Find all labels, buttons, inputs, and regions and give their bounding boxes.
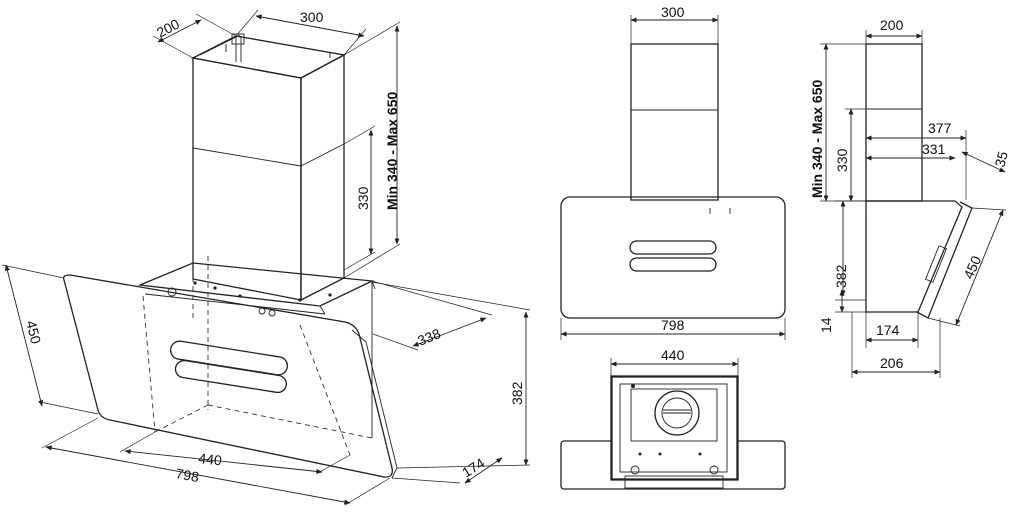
side-reach-top-label: 377 [928, 120, 952, 136]
side-base-thickness-label: 14 [818, 317, 834, 333]
side-chimney-depth-label: 200 [880, 17, 904, 33]
side-glass-thickness-label: 35 [991, 149, 1011, 168]
front-glass-width-label: 798 [661, 317, 685, 333]
side-reach-inner-label: 331 [922, 141, 946, 157]
iso-inner-width-label: 440 [198, 450, 223, 468]
iso-glass-panel [62, 256, 398, 479]
side-glass-panel [916, 201, 973, 319]
front-chimney [630, 43, 719, 201]
iso-height-range-label: Min 340 - Max 650 [384, 92, 400, 210]
bottom-inner-width-label: 440 [661, 347, 685, 363]
isometric-view: 200 300 Min 340 - Max 650 330 450 338 38… [1, 9, 531, 506]
iso-hood-depth-label: 338 [415, 325, 443, 349]
front-view: 300 798 [560, 4, 786, 340]
bottom-view: 440 [560, 347, 786, 490]
front-glass-panel [560, 196, 786, 319]
side-hood-body [865, 200, 963, 313]
side-overall-depth-label: 206 [880, 355, 904, 371]
side-view: 200 Min 340 - Max 650 330 377 331 35 450… [809, 17, 1011, 378]
iso-chimney-width-label: 300 [300, 9, 324, 25]
iso-hood-height-label: 382 [509, 381, 525, 405]
side-hood-height-label: 382 [833, 264, 849, 288]
front-vent-top [629, 240, 717, 255]
iso-glass-height-label: 450 [23, 319, 44, 346]
iso-chimney [191, 33, 346, 302]
side-glass-height-label: 450 [960, 253, 984, 281]
iso-chimney-depth-label: 200 [154, 15, 182, 40]
front-chimney-width-label: 300 [661, 4, 685, 20]
iso-base-depth-label: 174 [459, 454, 487, 480]
bottom-motor [654, 390, 700, 436]
iso-glass-width-label: 798 [174, 465, 200, 485]
iso-hood-base [137, 262, 376, 317]
iso-lower-height-label: 330 [355, 186, 371, 210]
side-height-range-label: Min 340 - Max 650 [809, 80, 825, 198]
iso-dimensions [1, 9, 531, 506]
front-vent-bottom [629, 257, 717, 272]
side-chimney [865, 43, 923, 202]
bottom-body [610, 375, 739, 481]
side-base-depth-label: 174 [876, 322, 900, 338]
side-lower-height-label: 330 [834, 148, 850, 172]
